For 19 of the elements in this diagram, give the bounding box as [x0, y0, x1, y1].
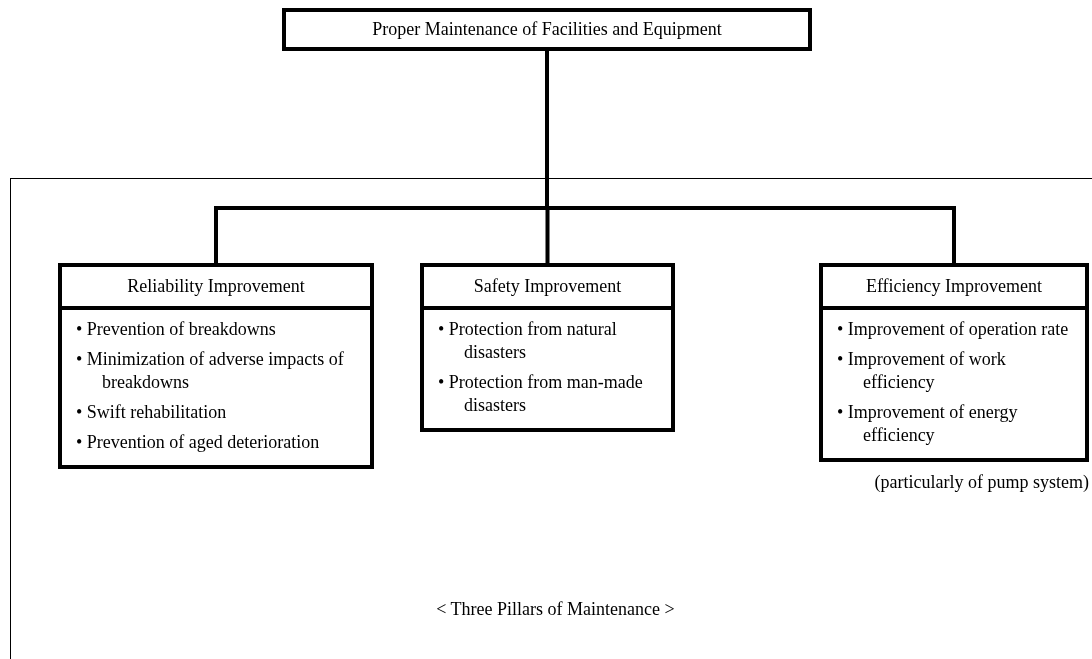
- bullet-item: • Minimization of adverse impacts of breakdowns: [76, 348, 345, 394]
- bullet-item: • Improvement of energy efficiency: [837, 401, 1019, 447]
- bullet-item: • Prevention of aged deterioration: [76, 431, 321, 454]
- pillar-heading: Reliability Improvement: [62, 267, 370, 310]
- pillar-box: [420, 263, 675, 432]
- frame-caption: < Three Pillars of Maintenance >: [435, 599, 676, 620]
- bullet-item: • Protection from man-made disasters: [438, 371, 644, 417]
- pillar-heading: Efficiency Improvement: [823, 267, 1085, 310]
- bullet-item: • Prevention of breakdowns: [76, 318, 277, 341]
- bullet-item: • Improvement of operation rate: [837, 318, 1070, 341]
- title-box: [282, 8, 812, 51]
- note-text: (particularly of pump system): [874, 472, 1089, 493]
- bullet-item: • Protection from natural disasters: [438, 318, 618, 364]
- pillar-heading: Safety Improvement: [424, 267, 671, 310]
- bullet-item: • Improvement of work efficiency: [837, 348, 1007, 394]
- group-frame: [10, 178, 1092, 659]
- pillar-box: [58, 263, 374, 469]
- bullet-item: • Swift rehabilitation: [76, 401, 228, 424]
- box-title: Proper Maintenance of Facilities and Equipment: [371, 18, 723, 41]
